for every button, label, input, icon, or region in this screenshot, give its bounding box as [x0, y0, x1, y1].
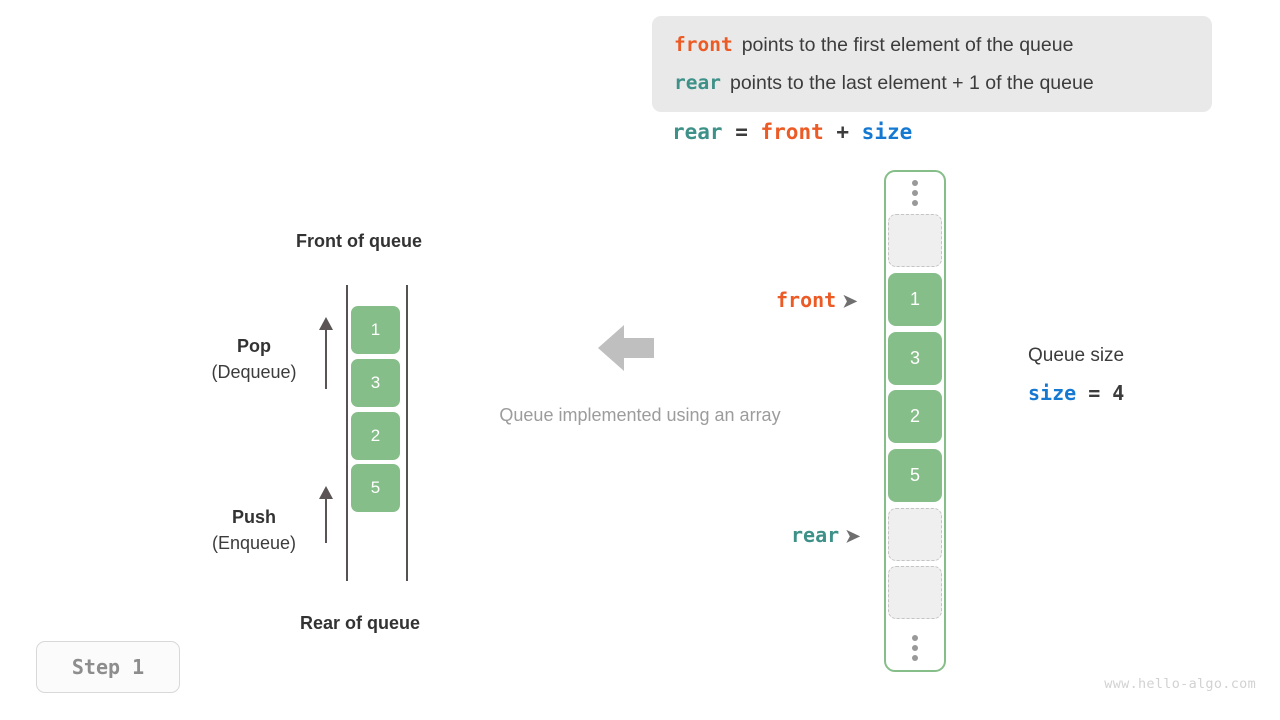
queue-element-0: 1: [351, 306, 400, 354]
array-cell-empty-top: [888, 214, 942, 267]
formula-front: front: [760, 120, 824, 144]
front-pointer-text: front: [776, 288, 837, 312]
front-of-queue-label: Front of queue: [296, 231, 422, 251]
front-description: points to the first element of the queue: [741, 34, 1074, 56]
formula-size: size: [861, 120, 913, 144]
queue-rail-right: [406, 285, 408, 581]
legend-line-rear: rear points to the last element + 1 of th…: [674, 64, 1190, 102]
left-arrow-icon: [598, 325, 654, 371]
size-equals: =: [1076, 381, 1113, 405]
array-cell-empty-last: [888, 566, 942, 619]
implementation-caption: Queue implemented using an array: [499, 405, 781, 425]
push-title: Push: [231, 507, 276, 527]
formula-rear: rear: [672, 120, 723, 144]
array-cell-3: 5: [888, 449, 942, 502]
ellipsis-dots-top-icon: [910, 180, 920, 210]
watermark: www.hello-algo.com: [1104, 676, 1256, 692]
front-pointer-label: front➤: [776, 288, 857, 312]
queue-element-1: 3: [351, 359, 400, 407]
array-cell-0: 1: [888, 273, 942, 326]
push-subtitle: (Enqueue): [211, 533, 297, 553]
pop-arrow-icon: [318, 317, 334, 389]
rear-pointer-arrow-icon: ➤: [845, 526, 861, 546]
rear-pointer-text: rear: [791, 523, 840, 547]
queue-element-3: 5: [351, 464, 400, 512]
formula-plus: +: [823, 120, 862, 144]
array-cell-empty-rear: [888, 508, 942, 561]
formula-equals: =: [722, 120, 761, 144]
array-cell-2: 2: [888, 390, 942, 443]
legend-box: front points to the first element of the …: [652, 16, 1212, 112]
step-badge: Step 1: [36, 641, 180, 693]
push-arrow-icon: [318, 486, 334, 543]
array-cell-1: 3: [888, 332, 942, 385]
queue-size-title: Queue size: [1028, 345, 1125, 366]
rear-keyword: rear: [674, 71, 721, 94]
rear-formula: rear = front + size: [672, 120, 912, 144]
queue-size-value: size = 4: [1028, 381, 1124, 405]
push-label: Push (Enqueue): [192, 505, 316, 556]
ellipsis-dots-bottom-icon: [910, 635, 920, 665]
size-number: 4: [1112, 381, 1125, 405]
queue-element-2: 2: [351, 412, 400, 460]
queue-rail-left: [346, 285, 348, 581]
rear-pointer-label: rear➤: [791, 523, 860, 547]
rear-description: points to the last element + 1 of the qu…: [729, 72, 1094, 94]
pop-label: Pop (Dequeue): [192, 334, 316, 385]
pop-subtitle: (Dequeue): [211, 362, 297, 382]
pop-title: Pop: [237, 336, 271, 356]
legend-line-front: front points to the first element of the …: [674, 26, 1190, 64]
front-pointer-arrow-icon: ➤: [842, 291, 858, 311]
front-keyword: front: [674, 33, 733, 56]
size-variable: size: [1028, 381, 1077, 405]
rear-of-queue-label: Rear of queue: [300, 613, 421, 633]
